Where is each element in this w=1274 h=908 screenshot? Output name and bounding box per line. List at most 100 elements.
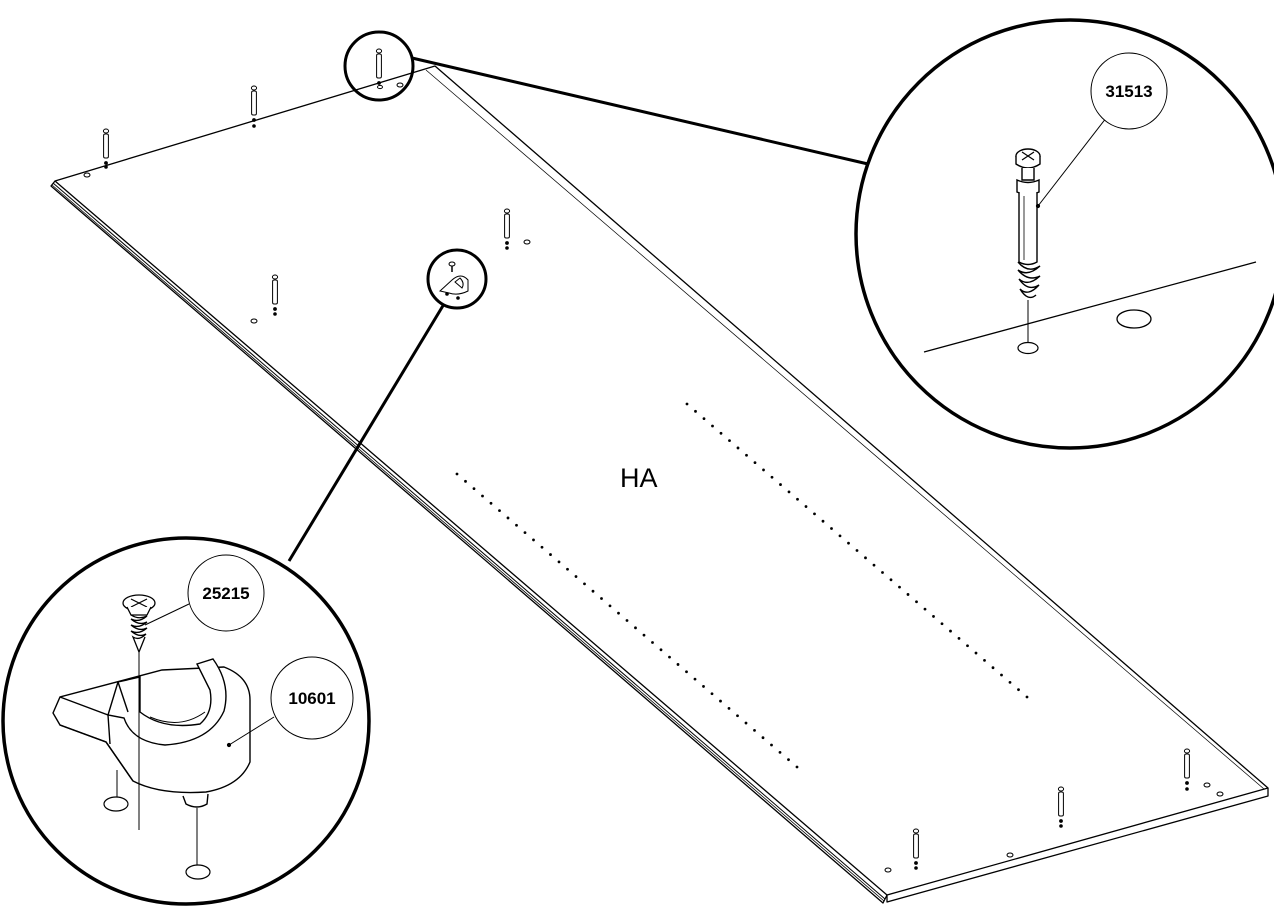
panel-dowels <box>102 48 1191 865</box>
shelf-pin-hole <box>906 593 910 596</box>
shelf-pin-hole <box>770 743 773 747</box>
shelf-pin-hole <box>796 497 799 501</box>
bracket-icon <box>52 658 251 808</box>
dowel-icon <box>102 128 110 165</box>
shelf-pin-hole <box>779 483 782 486</box>
dowel-icon <box>503 208 511 245</box>
shelf-pin-hole <box>864 556 867 560</box>
shelf-pin-hole <box>702 417 706 421</box>
shelf-pin-hole <box>455 472 459 476</box>
shelf-pin-hole <box>549 553 552 556</box>
shelf-pin-hole <box>702 685 705 688</box>
shelf-pin-hole <box>600 597 603 600</box>
shelf-pin-hole <box>983 658 986 662</box>
shelf-pin-hole <box>1000 673 1003 677</box>
shelf-pin-hole <box>991 666 995 670</box>
shelf-pin-hole <box>915 600 918 604</box>
source-circle-top <box>343 30 415 102</box>
shelf-pin-hole <box>676 663 680 666</box>
shelf-pin-hole <box>617 611 620 615</box>
shelf-pin-hole <box>804 505 808 508</box>
shelf-pin-hole <box>693 677 697 681</box>
shelf-pin-hole <box>557 560 561 564</box>
shelf-pin-hole <box>583 582 586 586</box>
shelf-pin-hole <box>728 439 731 443</box>
shelf-pin-hole <box>685 670 688 674</box>
shelf-pin-hole <box>540 545 544 549</box>
shelf-pin-hole <box>855 549 859 552</box>
shelf-pin-holes <box>455 402 1029 769</box>
shelf-pin-hole <box>472 487 476 491</box>
shelf-pin-hole <box>821 519 825 523</box>
shelf-pin-hole <box>762 468 765 472</box>
part-leader-25215 <box>144 603 190 626</box>
shelf-pin-hole <box>898 585 901 589</box>
shelf-pin-hole <box>881 571 884 574</box>
shelf-pin-hole <box>651 641 654 644</box>
shelf-pin-hole <box>489 501 493 505</box>
panel-label: HA <box>620 463 658 493</box>
part-badge-10601 <box>270 656 354 740</box>
shelf-pin-hole <box>949 629 952 633</box>
shelf-pin-hole <box>719 431 723 435</box>
shelf-pin-hole <box>957 637 961 640</box>
shelf-pin-hole <box>711 424 714 428</box>
shelf-pin-hole <box>727 707 731 710</box>
shelf-pin-hole <box>940 622 944 626</box>
callout-cam-dowel <box>343 18 1274 450</box>
leader-line-top <box>411 56 869 166</box>
shelf-pin-hole <box>566 567 569 571</box>
shelf-pin-hole <box>685 402 689 406</box>
part-code-25215: 25215 <box>202 584 249 603</box>
shelf-pin-hole <box>872 563 876 567</box>
shelf-pin-hole <box>719 699 722 703</box>
part-leader-10601 <box>228 716 275 746</box>
shelf-pin-hole <box>813 512 816 516</box>
shelf-pin-hole <box>694 409 697 413</box>
panel-inner-edge <box>425 69 1265 790</box>
shelf-pin-hole <box>736 446 740 450</box>
shelf-pin-hole <box>778 750 782 754</box>
part-code-31513: 31513 <box>1105 82 1152 101</box>
shelf-pin-hole <box>642 633 646 637</box>
zoom-circle-top <box>854 18 1274 450</box>
shelf-pin-hole <box>761 736 765 740</box>
dowel-icon <box>1057 786 1065 823</box>
dowel-icon <box>271 274 279 311</box>
shelf-pin-hole <box>532 538 535 542</box>
panel-drill-holes <box>83 82 1224 873</box>
dowel-icon <box>1183 748 1191 785</box>
shelf-pin-hole <box>659 648 663 652</box>
shelf-pin-hole <box>770 475 774 479</box>
shelf-pin-hole <box>1017 688 1020 692</box>
dowel-icon <box>250 85 258 122</box>
shelf-pin-hole <box>1008 680 1012 684</box>
shelf-pin-hole <box>787 758 790 762</box>
shelf-pin-hole <box>498 509 501 513</box>
shelf-pin-hole <box>889 578 893 582</box>
callout-bracket <box>1 248 488 906</box>
shelf-pin-hole <box>710 692 714 696</box>
shelf-pin-hole <box>932 615 935 618</box>
part-badge-31513 <box>1090 52 1168 130</box>
shelf-pin-hole <box>966 644 969 648</box>
shelf-pin-hole <box>591 589 595 593</box>
shelf-pin-hole <box>515 523 518 527</box>
shelf-pin-hole <box>464 479 467 483</box>
shelf-pin-hole <box>1025 695 1029 699</box>
part-badge-25215 <box>187 554 265 632</box>
screw-icon <box>122 594 156 654</box>
dowel-icon <box>375 48 383 85</box>
shelf-pin-hole <box>668 655 671 659</box>
shelf-pin-hole <box>634 626 637 630</box>
cam-dowel-icon <box>1015 148 1041 299</box>
panel-board <box>50 65 1269 904</box>
shelf-pin-hole <box>574 575 578 578</box>
shelf-pin-hole <box>847 541 850 545</box>
shelf-pin-hole <box>744 721 748 725</box>
shelf-pin-hole <box>753 728 756 732</box>
shelf-pin-hole <box>736 714 739 718</box>
shelf-pin-hole <box>838 534 842 538</box>
part-code-10601: 10601 <box>288 689 335 708</box>
